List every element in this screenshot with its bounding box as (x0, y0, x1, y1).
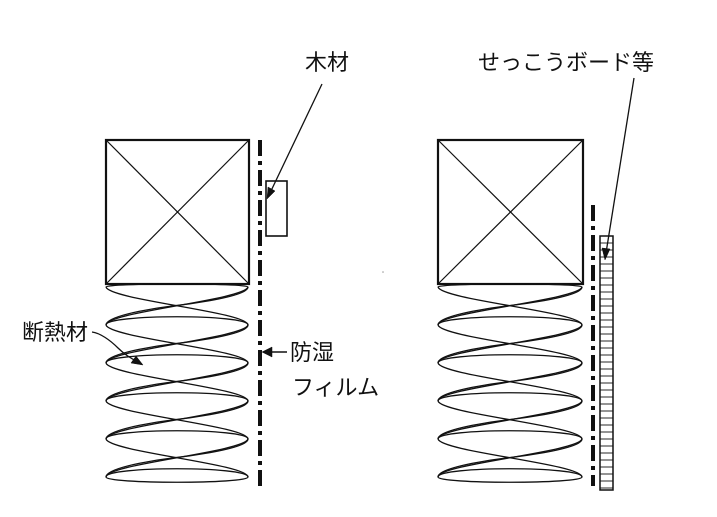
wood-leader-arrow (266, 83, 323, 200)
left-insulation-cross-f (105, 362, 249, 402)
left-wood-strip (265, 180, 288, 237)
left-insulation-bottom (105, 468, 249, 483)
left-insulation-loop-3 (105, 354, 249, 402)
right-gypsum-board (599, 235, 614, 491)
right-insulation-batt (437, 283, 583, 483)
insulation-leader-arrow (91, 331, 144, 366)
vapor-barrier-leader-arrow (261, 346, 287, 358)
insulation-label: 断熱材 (22, 321, 88, 346)
left-insulation-loop-2 (105, 316, 249, 364)
right-stud-box (436, 138, 585, 286)
vapor-barrier-label-line1: 防湿 (290, 341, 334, 366)
left-insulation-cross-h (105, 400, 249, 440)
right-detail-gypsum-board: せっこうボード等 (436, 51, 654, 491)
left-stud-box (104, 138, 251, 286)
left-insulation-batt (105, 283, 249, 483)
vapor-barrier-label-line2: フィルム (292, 376, 379, 401)
left-insulation-loop-5 (105, 430, 249, 478)
left-insulation-loop-1 (105, 283, 249, 326)
left-detail-wood-strip: 木材 断熱材 防湿 フィルム (22, 51, 379, 486)
gypsum-board-label: せっこうボード等 (478, 51, 654, 76)
left-insulation-cross-b (105, 286, 249, 326)
gypsum-board-leader-arrow (601, 77, 635, 261)
left-insulation-cross-j (105, 438, 249, 478)
scan-speck (382, 271, 384, 273)
left-insulation-cross-d (105, 324, 249, 364)
left-insulation-loop-4 (105, 392, 249, 440)
wood-label: 木材 (305, 51, 349, 76)
